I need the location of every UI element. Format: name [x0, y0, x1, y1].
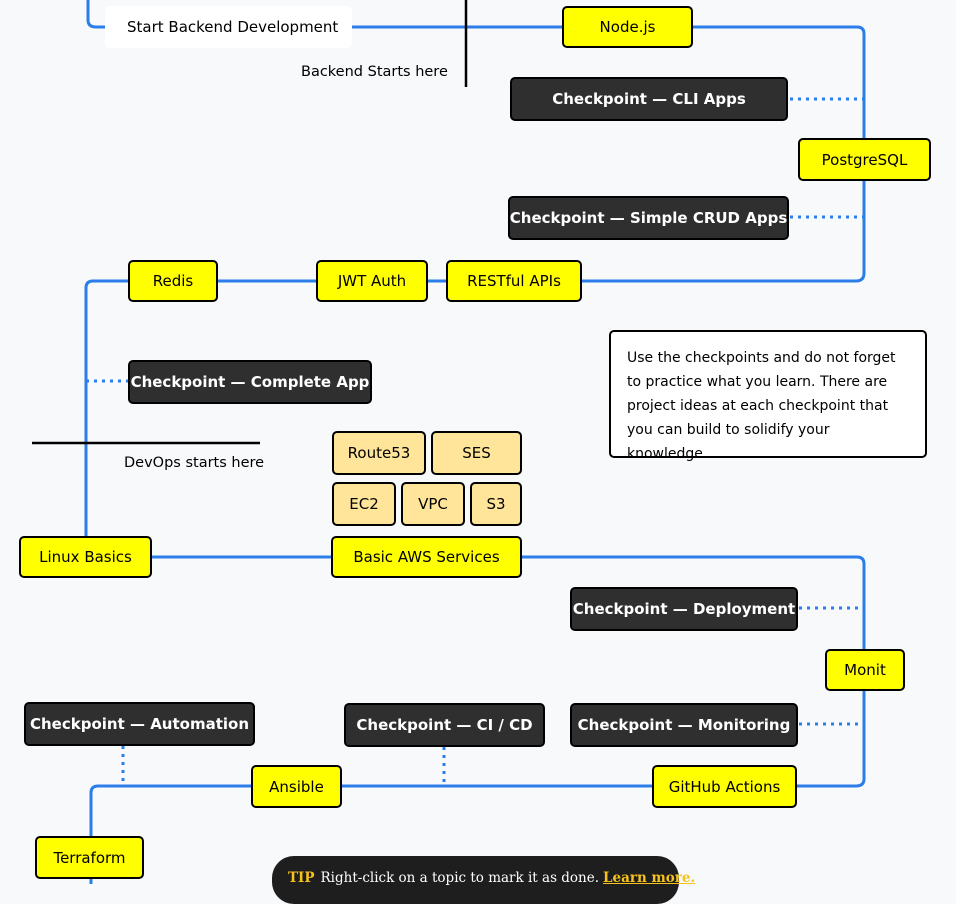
checkpoint-monitoring[interactable]: Checkpoint — Monitoring: [570, 703, 798, 747]
topic-redis[interactable]: Redis: [128, 260, 218, 302]
devops-starts-label: DevOps starts here: [124, 455, 265, 471]
topic-terraform[interactable]: Terraform: [35, 836, 144, 879]
checkpoint-deployment[interactable]: Checkpoint — Deployment: [570, 587, 798, 631]
topic-postgresql[interactable]: PostgreSQL: [798, 138, 931, 181]
tip-text: Right-click on a topic to mark it as don…: [320, 870, 600, 886]
topic-restful-apis[interactable]: RESTful APIs: [446, 260, 582, 302]
topic-basic-aws-services[interactable]: Basic AWS Services: [331, 536, 522, 578]
backend-starts-label: Backend Starts here: [301, 64, 448, 80]
checkpoint-cli-apps[interactable]: Checkpoint — CLI Apps: [510, 77, 788, 121]
topic-github-actions[interactable]: GitHub Actions: [652, 765, 797, 808]
start-backend-label: Start Backend Development: [105, 6, 352, 48]
topic-vpc[interactable]: VPC: [401, 482, 465, 526]
checkpoint-automation[interactable]: Checkpoint — Automation: [24, 702, 255, 746]
topic-ec2[interactable]: EC2: [332, 482, 396, 526]
tip-tag: TIP: [288, 870, 315, 886]
topic-linux-basics[interactable]: Linux Basics: [19, 536, 152, 578]
checkpoint-complete-app[interactable]: Checkpoint — Complete App: [128, 360, 372, 404]
connector-redis-linux: [84, 279, 128, 536]
connector-start: [86, 0, 105, 29]
topic-nodejs[interactable]: Node.js: [562, 6, 693, 48]
tip-learn-more-link[interactable]: Learn more.: [603, 870, 696, 886]
topic-ansible[interactable]: Ansible: [251, 765, 342, 808]
checkpoint-ci-cd[interactable]: Checkpoint — CI / CD: [344, 703, 545, 747]
topic-jwt-auth[interactable]: JWT Auth: [316, 260, 428, 302]
tip-banner: TIP Right-click on a topic to mark it as …: [272, 856, 695, 904]
topic-route53[interactable]: Route53: [332, 431, 426, 475]
topic-s3[interactable]: S3: [470, 482, 522, 526]
topic-monit[interactable]: Monit: [825, 649, 905, 691]
connector-ansible-terraform: [89, 784, 251, 836]
checkpoint-crud-apps[interactable]: Checkpoint — Simple CRUD Apps: [508, 196, 789, 240]
checkpoint-note: Use the checkpoints and do not forget to…: [609, 330, 927, 462]
topic-ses[interactable]: SES: [431, 431, 522, 475]
